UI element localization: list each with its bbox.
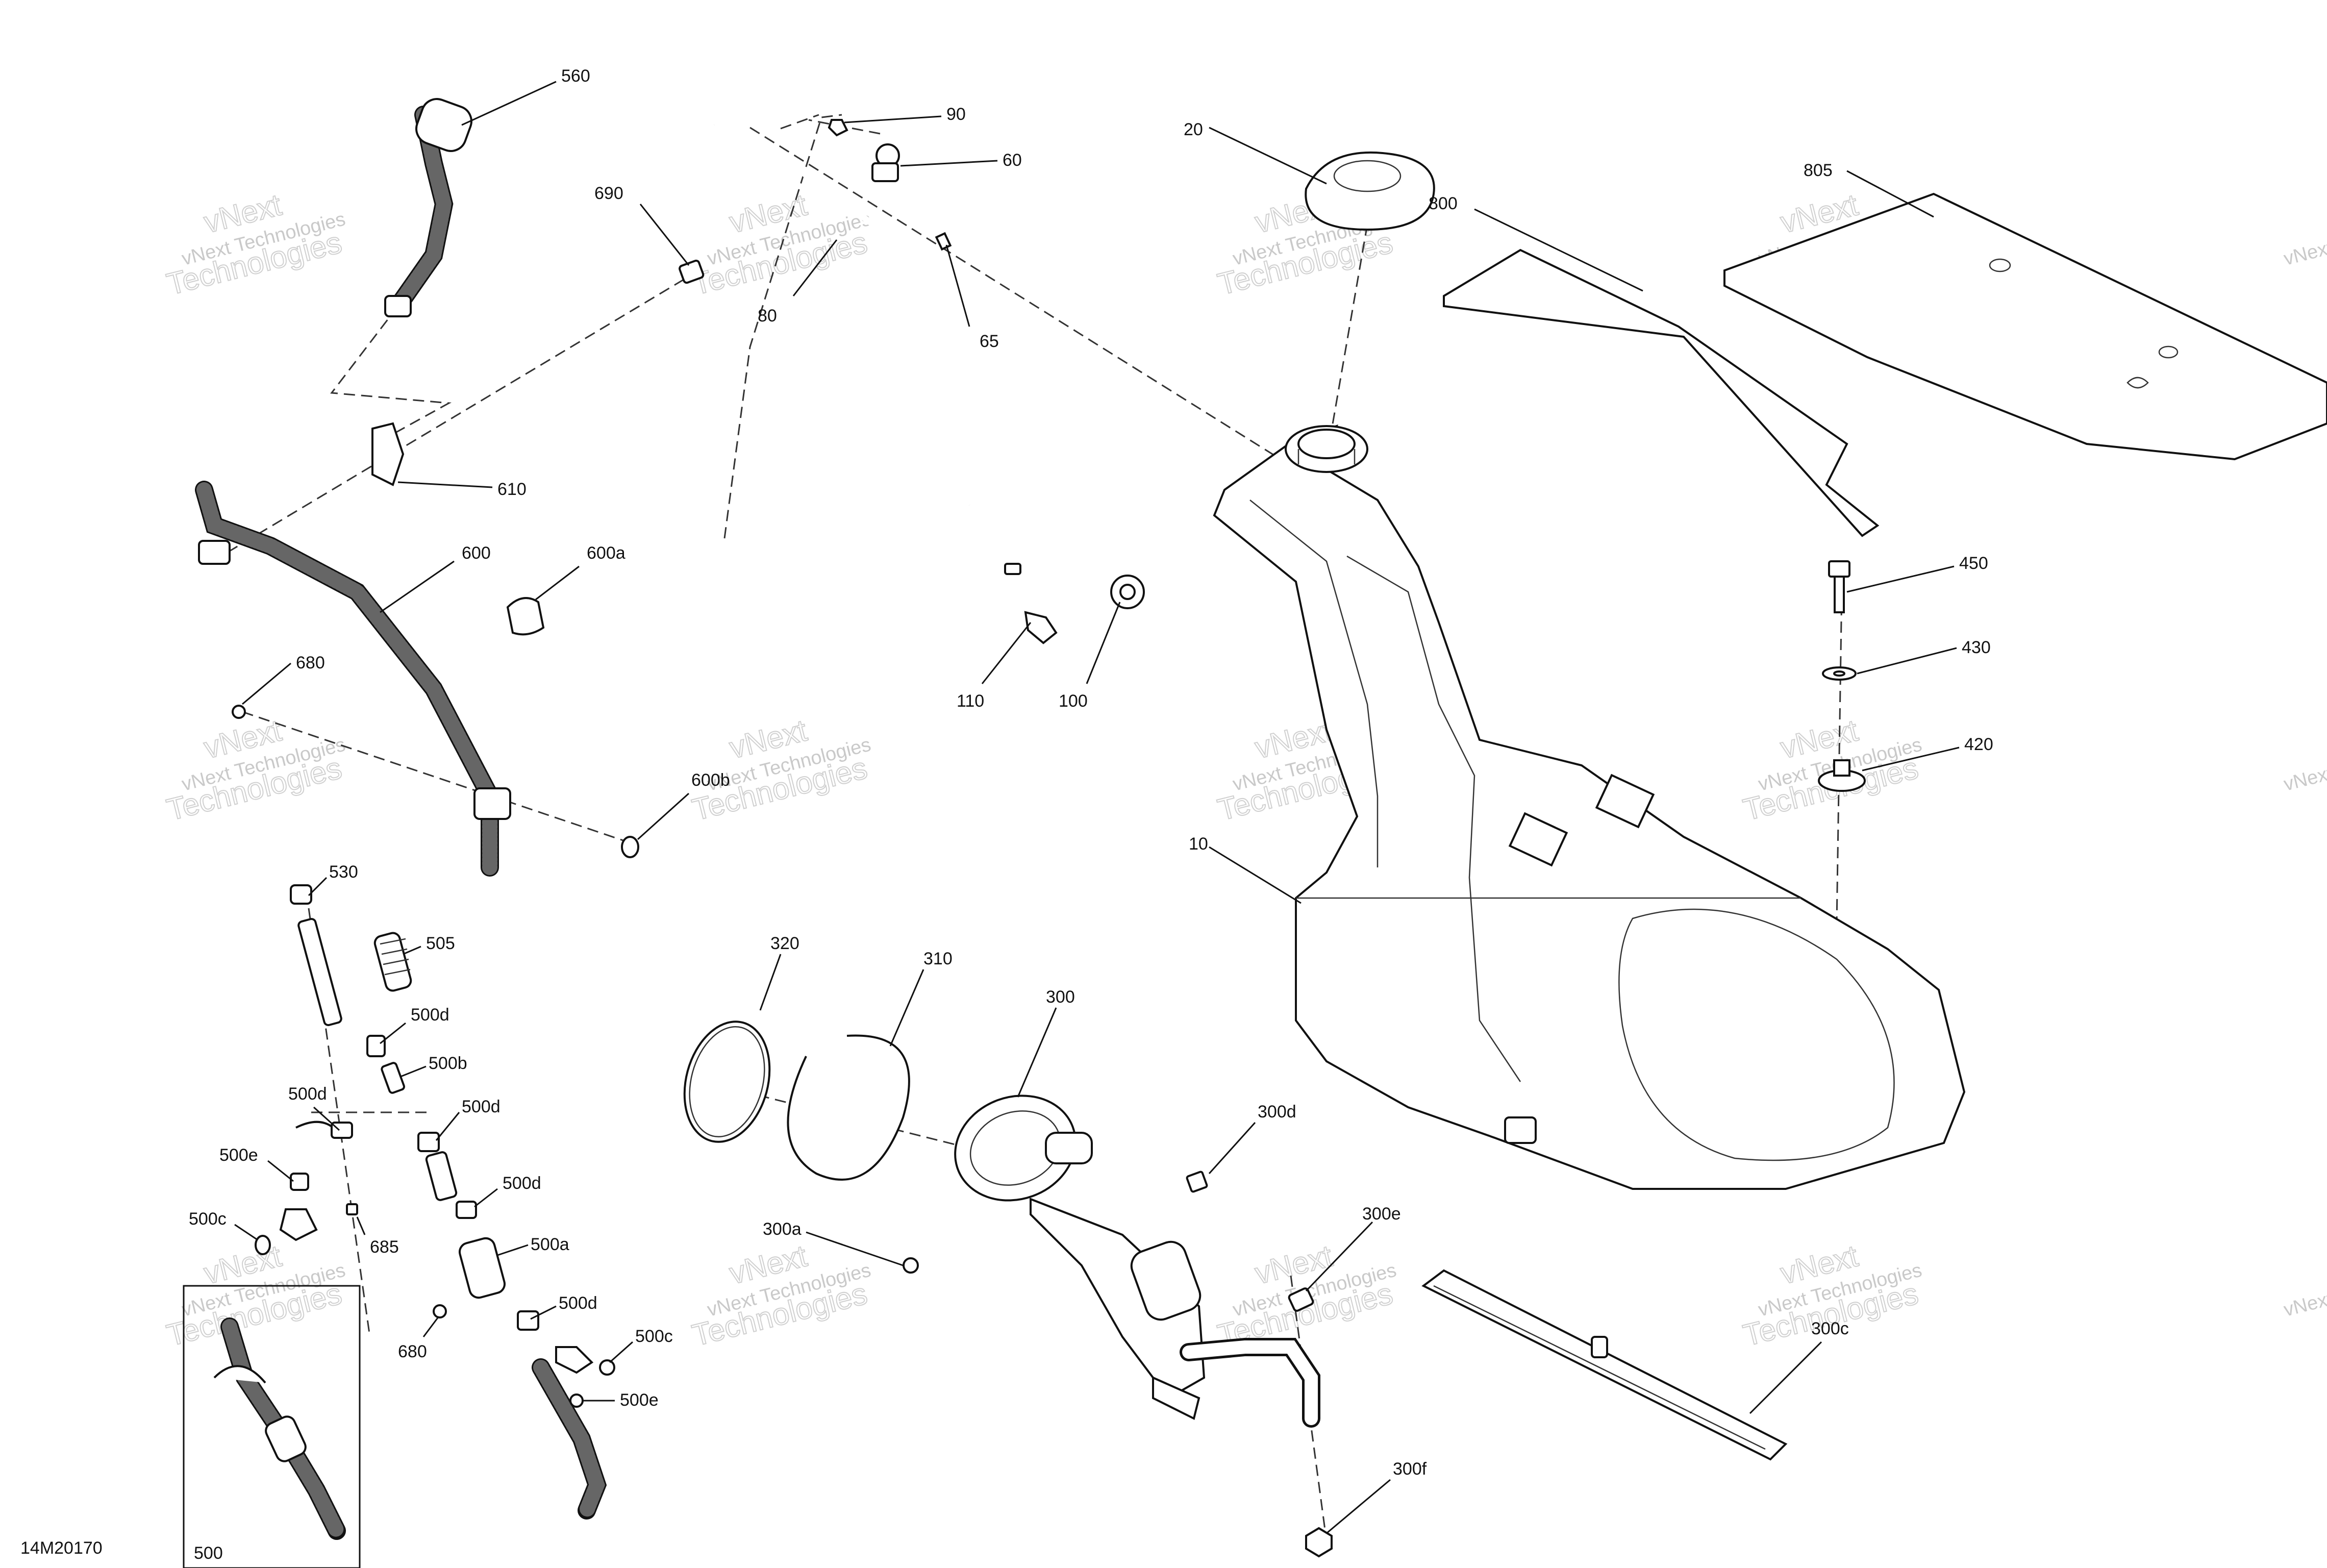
- part-300a-nut: [903, 1257, 919, 1274]
- label-430: 430: [1962, 638, 1991, 657]
- label-100: 100: [1059, 691, 1088, 711]
- part-505-sleeve: [373, 932, 412, 992]
- label-10: 10: [1189, 834, 1208, 854]
- part-90-fitting: [828, 119, 848, 137]
- label-500d-1: 500d: [411, 1005, 449, 1025]
- label-300: 300: [1046, 987, 1075, 1007]
- watermark-text: vNext Technologies: [2282, 1259, 2327, 1321]
- part-610-bracket: [371, 422, 405, 486]
- part-600b-oring: [621, 836, 639, 858]
- label-600a: 600a: [587, 543, 625, 563]
- watermark-text: vNext Technologies: [2282, 734, 2327, 795]
- part-600a-clamp: [506, 597, 545, 636]
- inset-label: 500: [194, 1544, 223, 1563]
- part-10-fuel-tank: [1213, 425, 1966, 1190]
- part-600-hose: [195, 481, 511, 877]
- assembly-line: [229, 269, 699, 552]
- part-680-fitting: [232, 705, 246, 719]
- part-320-ring: [683, 1021, 771, 1143]
- label-500e-1: 500e: [219, 1146, 258, 1165]
- part-530-clamp: [290, 884, 312, 905]
- part-690-fitting: [679, 259, 705, 284]
- label-560: 560: [561, 66, 590, 86]
- label-300d: 300d: [1258, 1102, 1296, 1122]
- label-110: 110: [957, 691, 984, 711]
- label-80: 80: [758, 306, 777, 326]
- label-505: 505: [426, 934, 455, 953]
- callouts: 560 90 60 20 805 800 690 80 65 610 600 6…: [189, 66, 1993, 1534]
- label-420: 420: [1964, 735, 1993, 754]
- assembly-line: [242, 711, 628, 843]
- label-500b: 500b: [429, 1054, 467, 1073]
- label-65: 65: [980, 332, 999, 351]
- label-320: 320: [770, 934, 799, 953]
- label-800: 800: [1429, 194, 1458, 213]
- part-300d-nut: [1186, 1171, 1208, 1193]
- label-300c: 300c: [1811, 1319, 1849, 1338]
- label-20: 20: [1184, 120, 1203, 139]
- part-300-fuel-pump: [954, 1094, 1320, 1428]
- label-310: 310: [923, 949, 953, 968]
- part-500-filter-line: [255, 917, 615, 1520]
- label-500d-4: 500d: [503, 1174, 541, 1193]
- label-500e-2: 500e: [620, 1390, 659, 1410]
- part-310-lock-ring: [787, 1034, 910, 1181]
- assembly-line: [1325, 224, 1368, 460]
- part-420-grommet: [1818, 759, 1866, 792]
- part-80-vent-tube: [714, 119, 972, 506]
- part-805-heat-shield: [1723, 192, 2327, 461]
- label-450: 450: [1959, 554, 1988, 573]
- part-800-heat-shield: [1443, 248, 1880, 537]
- label-60: 60: [1003, 151, 1022, 170]
- label-600b: 600b: [691, 770, 730, 790]
- label-685: 685: [370, 1237, 399, 1257]
- label-500c-2: 500c: [635, 1327, 673, 1346]
- label-300e: 300e: [1362, 1204, 1401, 1224]
- label-300f: 300f: [1393, 1459, 1427, 1479]
- label-600: 600: [462, 543, 491, 563]
- label-680-lower: 680: [398, 1342, 427, 1361]
- inset-500: 500: [183, 1285, 361, 1568]
- assembly-line: [1836, 586, 1843, 924]
- part-300c-plate: [1421, 1269, 1788, 1461]
- label-690: 690: [594, 184, 623, 203]
- part-300e-fitting: [1288, 1287, 1314, 1312]
- label-300a: 300a: [763, 1219, 802, 1239]
- part-65-clip: [935, 232, 952, 251]
- label-680-upper: 680: [296, 653, 325, 673]
- diagram-code: 14M20170: [20, 1538, 103, 1558]
- label-90: 90: [946, 105, 966, 124]
- part-430-washer: [1822, 666, 1857, 681]
- label-500d-2: 500d: [288, 1084, 327, 1104]
- part-100-grommet: [1110, 575, 1145, 609]
- assembly-line: [723, 114, 842, 539]
- label-500c-1: 500c: [189, 1209, 227, 1229]
- assembly-line: [330, 306, 452, 445]
- watermark-text: vNext Technologies: [2282, 208, 2327, 269]
- label-500d-3: 500d: [462, 1097, 501, 1116]
- part-300f-nut: [1305, 1527, 1333, 1558]
- part-560-hose: [384, 98, 472, 317]
- assembly-line: [749, 127, 1281, 460]
- label-805: 805: [1804, 161, 1833, 180]
- label-610: 610: [497, 480, 527, 499]
- part-60-valve: [871, 143, 900, 182]
- part-450-bolt: [1828, 560, 1850, 613]
- assembly-line: [780, 114, 819, 130]
- label-500a: 500a: [531, 1235, 569, 1254]
- part-20-fuel-cap: [1305, 151, 1435, 231]
- label-500d-5: 500d: [559, 1293, 597, 1313]
- part-110-fitting: [1004, 563, 1058, 644]
- assembly-line: [1290, 1275, 1328, 1541]
- label-530: 530: [329, 862, 358, 882]
